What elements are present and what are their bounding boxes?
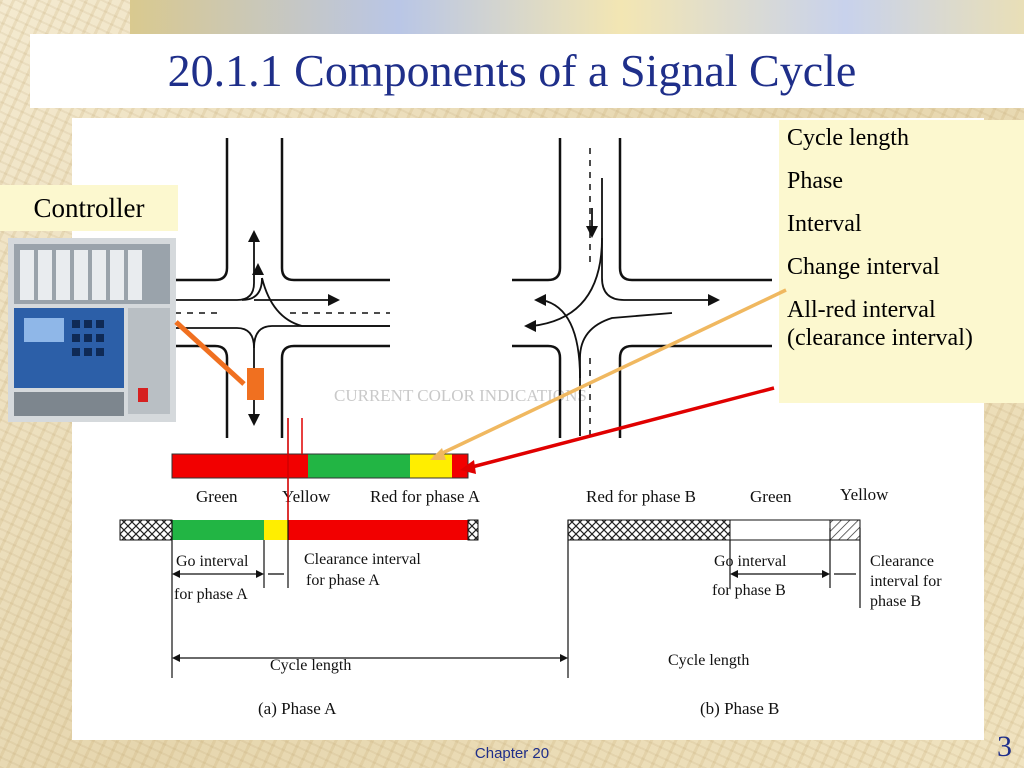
- legend-all-red-line2: (clearance interval): [787, 325, 973, 351]
- controller-label: Controller: [0, 185, 178, 231]
- cycle-length-b: Cycle length: [668, 652, 749, 669]
- timing-bar-top: [171, 453, 469, 479]
- for-phase-b: for phase B: [712, 582, 786, 599]
- clearance-b-line2: interval for: [870, 573, 942, 590]
- decorative-top-strip: [130, 0, 1024, 34]
- page-number: 3: [997, 730, 1012, 763]
- clearance-b-line3: phase B: [870, 593, 921, 610]
- legend-phase: Phase: [787, 168, 843, 194]
- labels-phase-a: Green Yellow Red for phase A: [196, 487, 481, 506]
- scan-heading: CURRENT COLOR INDICATIONS: [334, 386, 587, 405]
- timing-bar-phase-a: [119, 519, 479, 541]
- dimension-arrow-heads: [172, 570, 830, 662]
- legend-cycle-length: Cycle length: [787, 125, 909, 151]
- title-box: [30, 34, 1024, 108]
- label-green-a: Green: [196, 487, 238, 506]
- label-yellow-a: Yellow: [282, 487, 331, 506]
- label-yellow-b: Yellow: [840, 485, 889, 504]
- go-interval-a: Go interval: [176, 553, 249, 570]
- legend-all-red-interval: All-red interval (clearance interval): [787, 296, 1024, 352]
- go-interval-b: Go interval: [714, 553, 787, 570]
- clearance-b-line1: Clearance: [870, 553, 934, 570]
- controller-photo: [8, 238, 176, 422]
- legend-change-interval: Change interval: [787, 254, 940, 280]
- label-red-for-phase-b: Red for phase B: [586, 487, 696, 506]
- label-red-for-phase-a: Red for phase A: [370, 487, 481, 506]
- label-green-b: Green: [750, 487, 792, 506]
- cycle-length-a: Cycle length: [270, 657, 351, 674]
- signal-cycle-diagram: CURRENT COLOR INDICATIONS: [119, 138, 942, 718]
- for-phase-a: for phase A: [174, 586, 248, 603]
- caption-phase-b: (b) Phase B: [700, 699, 779, 718]
- dimension-arrows: [176, 573, 856, 659]
- slide-title: 20.1.1 Components of a Signal Cycle: [167, 45, 857, 96]
- clearance-interval-a: Clearance interval: [304, 551, 421, 568]
- footer-chapter: Chapter 20: [474, 745, 550, 762]
- labels-phase-b: Red for phase B Green Yellow: [586, 485, 889, 506]
- legend-all-red-line1: All-red interval: [787, 297, 936, 323]
- clearance-for-phase-a: for phase A: [306, 572, 380, 589]
- legend-box: Cycle length Phase Interval Change inter…: [779, 120, 1024, 403]
- timing-bar-phase-b: [567, 519, 861, 541]
- interval-labels: Go interval for phase A Clearance interv…: [174, 551, 942, 718]
- caption-phase-a: (a) Phase A: [258, 699, 337, 718]
- legend-interval: Interval: [787, 211, 862, 237]
- red-guide-lines: [287, 418, 303, 520]
